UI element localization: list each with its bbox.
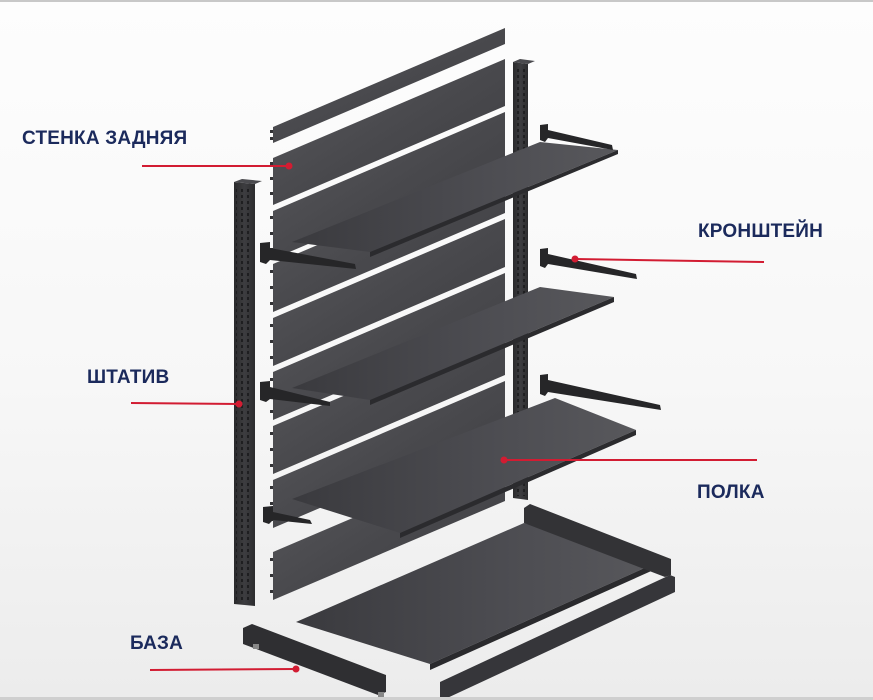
brackets <box>260 124 661 524</box>
label-shelf: ПОЛКА <box>697 482 765 503</box>
label-base: БАЗА <box>130 633 184 654</box>
base-assembly <box>243 504 675 699</box>
leader-base <box>149 668 297 671</box>
leader-lines <box>130 162 765 673</box>
leader-bracket <box>574 258 765 263</box>
shelves <box>292 142 636 538</box>
label-upright: ШТАТИВ <box>87 367 170 388</box>
left-upright <box>234 179 262 606</box>
label-bracket: КРОНШТЕЙН <box>698 221 824 242</box>
label-back-panel: СТЕНКА ЗАДНЯЯ <box>22 128 188 149</box>
leader-upright <box>130 402 240 405</box>
